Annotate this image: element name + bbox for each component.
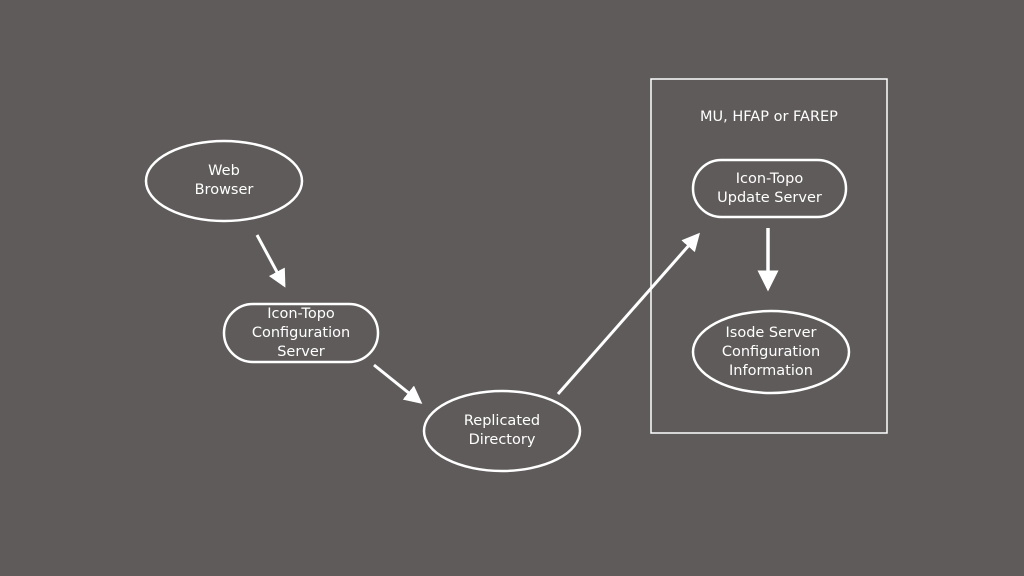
- node-isode-config[interactable]: Isode Server Configuration Information: [721, 324, 821, 379]
- edge-directory-to-update: [556, 232, 700, 395]
- container-title: MU, HFAP or FAREP: [700, 108, 838, 125]
- container-box: [650, 78, 888, 434]
- edge-browser-to-config: [255, 234, 286, 288]
- node-update-server-shape: [691, 158, 848, 219]
- node-replicated-directory[interactable]: Replicated Directory: [463, 413, 541, 448]
- node-update-server[interactable]: Icon-Topo Update Server: [717, 170, 822, 206]
- node-web-browser[interactable]: Web Browser: [194, 163, 254, 198]
- node-config-server-shape: [222, 302, 380, 364]
- edge-config-to-directory: [373, 363, 423, 404]
- node-web-browser-shape: [144, 139, 304, 223]
- node-replicated-directory-shape: [422, 389, 582, 473]
- node-isode-config-shape: [691, 309, 851, 395]
- node-config-server[interactable]: Icon-Topo Configuration Server: [251, 305, 351, 360]
